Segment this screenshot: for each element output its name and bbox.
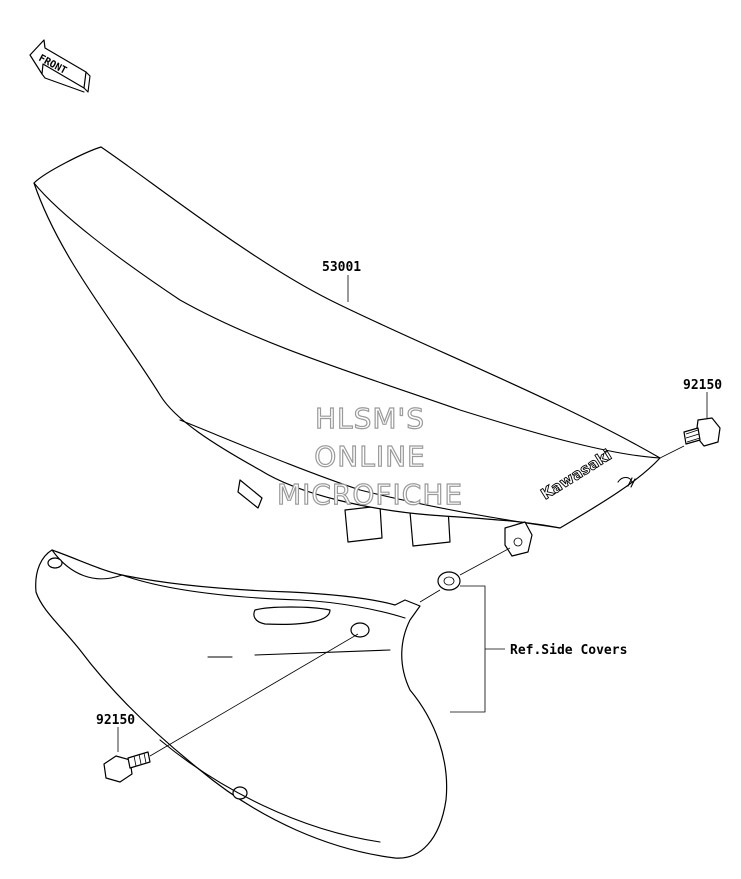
grommet-to-seat-line	[459, 547, 511, 576]
seat-top-edge	[33, 182, 661, 459]
side-cover-hole-mid	[350, 622, 370, 638]
bolt-right: 92150	[683, 378, 722, 447]
bolt-left-part-number: 92150	[96, 713, 135, 728]
grommet	[437, 571, 461, 591]
grommet-to-cover-line	[419, 589, 441, 603]
side-cover-hole-low	[232, 786, 248, 800]
bolt-right-part-number: 92150	[683, 378, 722, 393]
bolt-right-to-seat-line	[659, 445, 685, 459]
watermark: HLSM'S ONLINE MICROFICHE	[276, 401, 463, 511]
bolt-right-icon	[695, 417, 721, 447]
side-cover	[35, 549, 448, 859]
front-arrow-icon: FRONT	[29, 39, 91, 93]
seat-body	[33, 146, 661, 529]
bolt-left-icon	[103, 755, 133, 783]
side-cover-ref-bracket	[450, 585, 505, 713]
seat-mount-blocks	[237, 479, 451, 547]
seat-part-number: 53001	[322, 260, 361, 275]
seat: Kawasaki	[33, 146, 661, 557]
bolt-left-to-cover-line	[149, 633, 359, 757]
seat-side-crease	[179, 419, 561, 529]
bolt-left: 92150	[96, 713, 151, 783]
side-cover-ref-label: Ref.Side Covers	[510, 643, 627, 658]
watermark-line1: HLSM'S	[315, 402, 425, 435]
watermark-line3: MICROFICHE	[277, 478, 463, 511]
watermark-line2: ONLINE	[314, 440, 425, 473]
side-cover-hole-front	[47, 557, 63, 569]
seat-rear-bracket	[504, 521, 533, 557]
side-cover-slot	[253, 606, 331, 625]
